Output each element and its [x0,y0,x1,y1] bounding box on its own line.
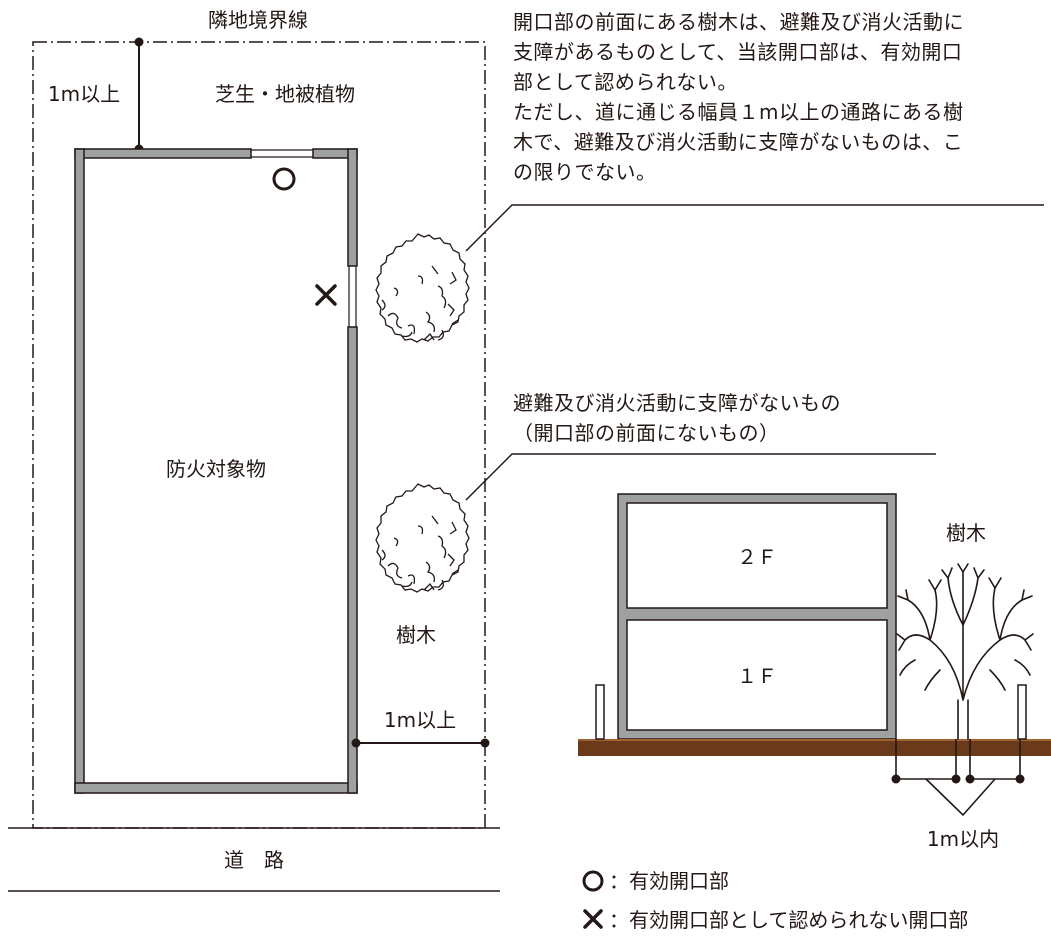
distance-dimension [895,739,1021,817]
legend-valid-text: ：有効開口部 [609,869,729,893]
obstruction-note-line: ただし、道に通じる幅員１m以上の通路にある樹 [513,100,964,124]
leader-line-no-obstruction [465,453,936,501]
dimension-dot [1015,774,1025,784]
dimension-dot [965,774,975,784]
shrub-no-opening [375,483,470,593]
side-window-opening [348,266,357,327]
legend-invalid-symbol [583,909,603,929]
legend-valid-symbol [582,870,604,892]
road-label: 道 路 [224,848,284,872]
legend: ：有効開口部 ：有効開口部として認められない開口部 [582,869,968,932]
section-building [617,493,897,740]
no-obstruction-note-line: 避難及び消火活動に支障がないもの [513,391,841,415]
legend-invalid-text: ：有効開口部として認められない開口部 [609,908,968,932]
tree-label-plan: 樹木 [396,623,436,647]
building-label: 防火対象物 [166,457,266,481]
obstruction-note-line: 部として認められない。 [513,70,738,94]
tree-label-section: 樹木 [946,521,986,545]
dimension-dot [134,37,144,47]
obstruction-note-line: 木で、避難及び消火活動に支障がないものは、こ [513,130,964,154]
floor-lower-label: １Ｆ [737,664,777,688]
ground-strip [578,739,1051,756]
dimension-dot [480,738,490,748]
building-walls [74,148,358,794]
valid-opening-mark [272,167,296,191]
distance-label: 1m以内 [927,827,999,851]
no-obstruction-note-line: （開口部の前面にないもの） [513,421,780,445]
shrub-near-opening [375,233,470,343]
dimension-dot [351,738,361,748]
boundary-label: 隣地境界線 [208,8,308,32]
lawn-label: 芝生・地被植物 [215,82,355,106]
dimension-dot [891,774,901,784]
top-clearance-label: 1m以上 [48,82,120,106]
invalid-opening-mark [315,284,337,306]
obstruction-note: 開口部の前面にある樹木は、避難及び消火活動に 支障があるものとして、当該開口部は… [513,7,964,187]
obstruction-note-line: 開口部の前面にある樹木は、避難及び消火活動に [513,10,964,34]
floor-upper-label: ２Ｆ [737,545,777,569]
dimension-dot [951,774,961,784]
leader-line-obstruction [465,204,1044,252]
obstruction-note-line: の限りでない。 [513,160,657,184]
top-window-opening [251,149,313,158]
fence-post-left [595,684,605,740]
no-obstruction-note: 避難及び消火活動に支障がないもの （開口部の前面にないもの） [513,388,841,448]
fence-post-right [1017,684,1027,740]
obstruction-note-line: 支障があるものとして、当該開口部は、有効開口 [513,40,963,64]
side-clearance-label: 1m以上 [384,708,456,732]
tree-elevation [896,563,1034,740]
